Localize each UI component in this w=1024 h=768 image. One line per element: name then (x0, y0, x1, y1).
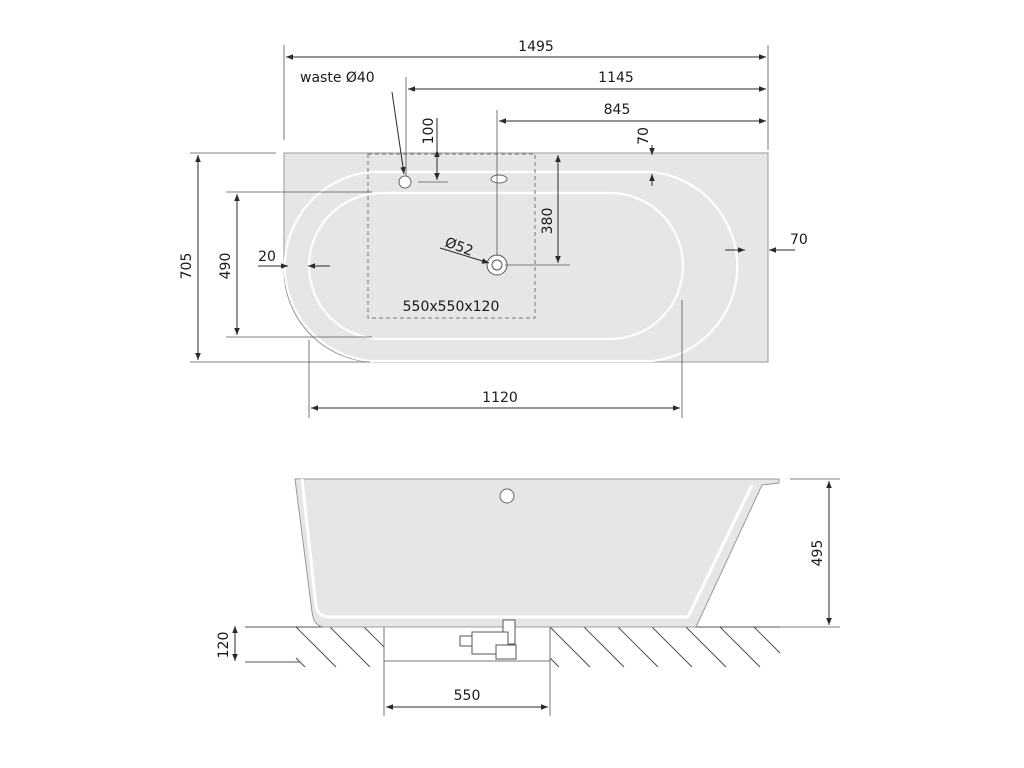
drain-inner (491, 259, 503, 271)
top-view: 1495 1145 waste Ø40 845 100 70 380 70 70… (179, 39, 808, 418)
dim-access-width: 550 (454, 688, 481, 704)
dim-waste-offset: 1145 (598, 70, 634, 86)
access-box-label: 550x550x120 (403, 299, 500, 315)
dim-overall-length: 1495 (518, 39, 554, 55)
tub-outline-side (294, 478, 780, 628)
overflow-hole (490, 174, 508, 184)
access-box-outline (367, 153, 536, 319)
overflow-hole-side (499, 488, 515, 504)
dim-drain-depth: 380 (540, 208, 556, 235)
dim-rim-right: 70 (790, 232, 808, 248)
dim-inner-width: 490 (218, 253, 234, 280)
waste-label: waste Ø40 (300, 70, 375, 86)
dim-drain-offset: 845 (604, 102, 631, 118)
drain-trap (459, 619, 517, 660)
dim-waste-from-edge: 100 (421, 118, 437, 145)
dim-overall-width: 705 (179, 253, 195, 280)
dim-height: 495 (810, 540, 826, 567)
dim-rim-top: 70 (636, 127, 652, 145)
side-view: 495 120 550 (216, 478, 840, 716)
floor-hatching (295, 626, 781, 668)
dim-inner-length: 1120 (482, 390, 518, 406)
dim-floor-gap: 120 (216, 632, 232, 659)
waste-hole (398, 175, 412, 189)
dim-rim-left: 20 (258, 249, 276, 265)
